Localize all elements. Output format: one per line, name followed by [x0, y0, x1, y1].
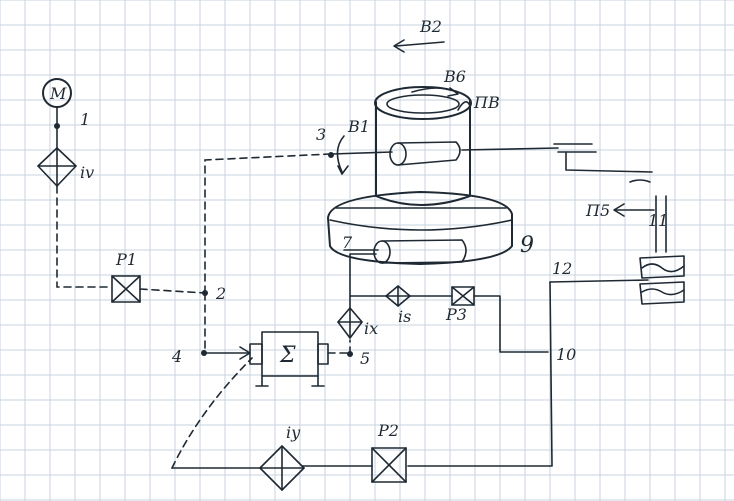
p5-label: П5	[585, 201, 610, 220]
pb-label: ПB	[473, 93, 500, 112]
node-5-label: 5	[360, 349, 370, 368]
node-11-label: 11	[648, 211, 668, 230]
p2-label: P2	[377, 421, 399, 440]
node-1-label: 1	[80, 110, 90, 129]
p3-box-icon	[451, 286, 475, 306]
node-9-label: 9	[520, 233, 534, 258]
p3-label: P3	[445, 305, 467, 324]
sigma-differential: Σ	[249, 331, 329, 387]
iv-label: iv	[80, 163, 94, 182]
iy-rhombus-icon	[259, 445, 305, 491]
is-rhombus-icon	[385, 285, 411, 307]
p2-box-icon	[371, 447, 407, 483]
sigma-label: Σ	[279, 343, 296, 368]
b2-label: B2	[419, 17, 442, 36]
iy-label: iy	[286, 423, 301, 442]
machine-table: 9 7 B6 ПB	[327, 67, 653, 265]
node-3-label: 3	[316, 125, 326, 144]
p1-label: P1	[115, 250, 137, 269]
p1-box-icon	[111, 275, 141, 303]
motor-label: M	[49, 84, 67, 103]
node-7-label: 7	[342, 233, 353, 252]
ix-rhombus-icon	[337, 307, 363, 339]
iv-rhombus-icon	[37, 147, 77, 187]
motor-chain: M 1 iv	[37, 78, 113, 288]
node-12-label: 12	[552, 259, 572, 278]
node-2-label: 2	[215, 284, 226, 303]
node-4-label: 4	[171, 347, 182, 366]
ix-label: ix	[364, 319, 378, 338]
b6-label: B6	[443, 67, 466, 86]
is-label: is	[398, 307, 411, 326]
node-10-label: 10	[556, 345, 576, 364]
slider-mechanism: 11 П5	[585, 195, 685, 305]
b1-label: B1	[347, 117, 370, 136]
